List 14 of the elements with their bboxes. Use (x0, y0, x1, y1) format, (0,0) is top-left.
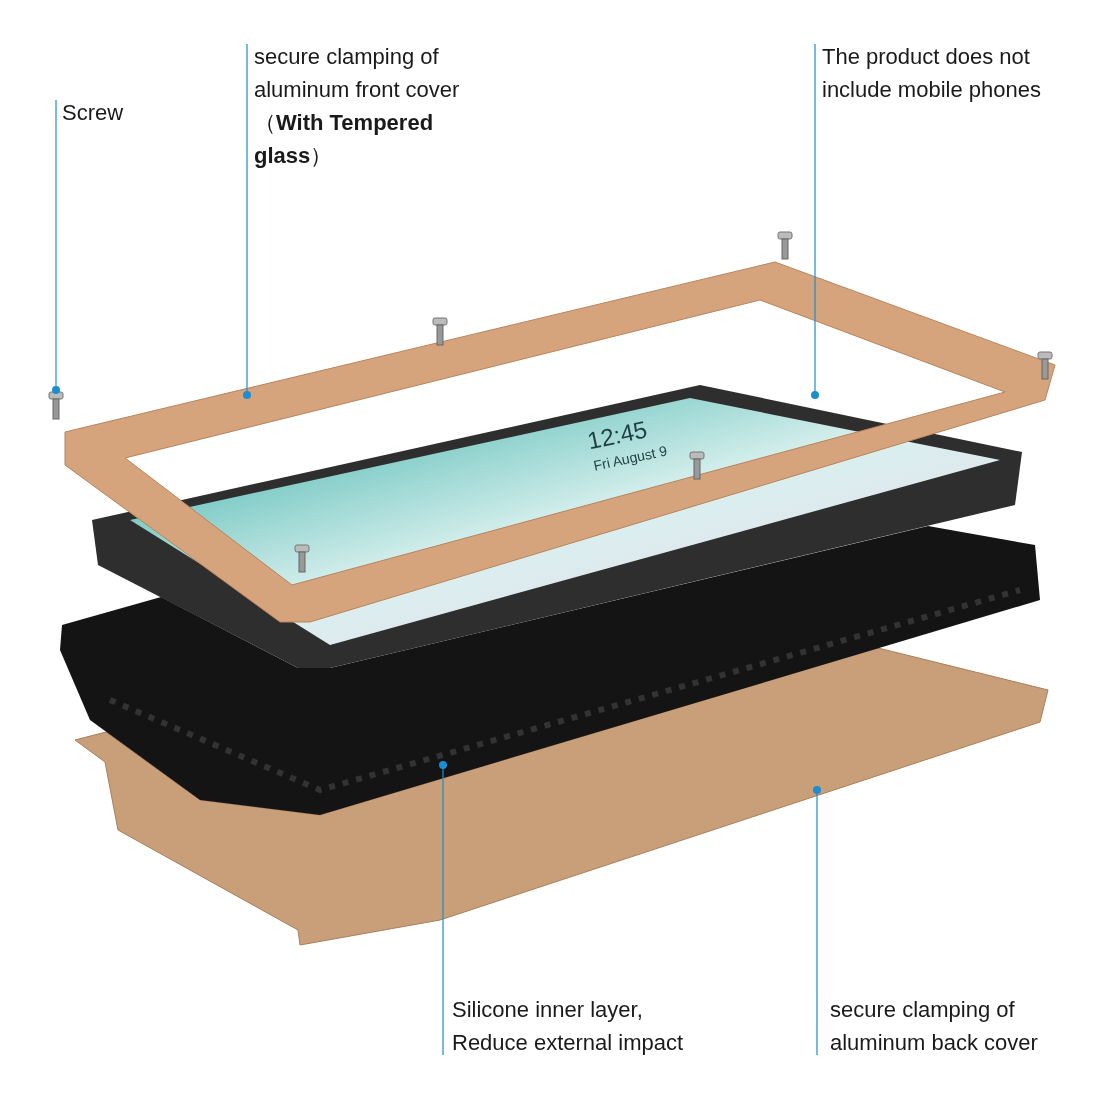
callout-text: secure clamping of aluminum front cover （With Tempered glass） (254, 40, 516, 172)
callout-text: Screw (62, 96, 152, 129)
callout-text: The product does not include mobile phones (822, 40, 1082, 106)
silicone-case-drawing (60, 526, 1040, 815)
leader-line (439, 761, 447, 1056)
callout-text: secure clamping of aluminum back cover (830, 993, 1090, 1059)
screw-drawing (48, 391, 64, 420)
leader-line (813, 786, 821, 1056)
leader-line (52, 99, 60, 394)
front-cover-frame-drawing (64, 261, 1056, 623)
back-cover-drawing (74, 647, 1049, 946)
leader-line (243, 43, 251, 399)
callout-text: Silicone inner layer, Reduce external impact (452, 993, 714, 1059)
leader-line (811, 43, 819, 399)
